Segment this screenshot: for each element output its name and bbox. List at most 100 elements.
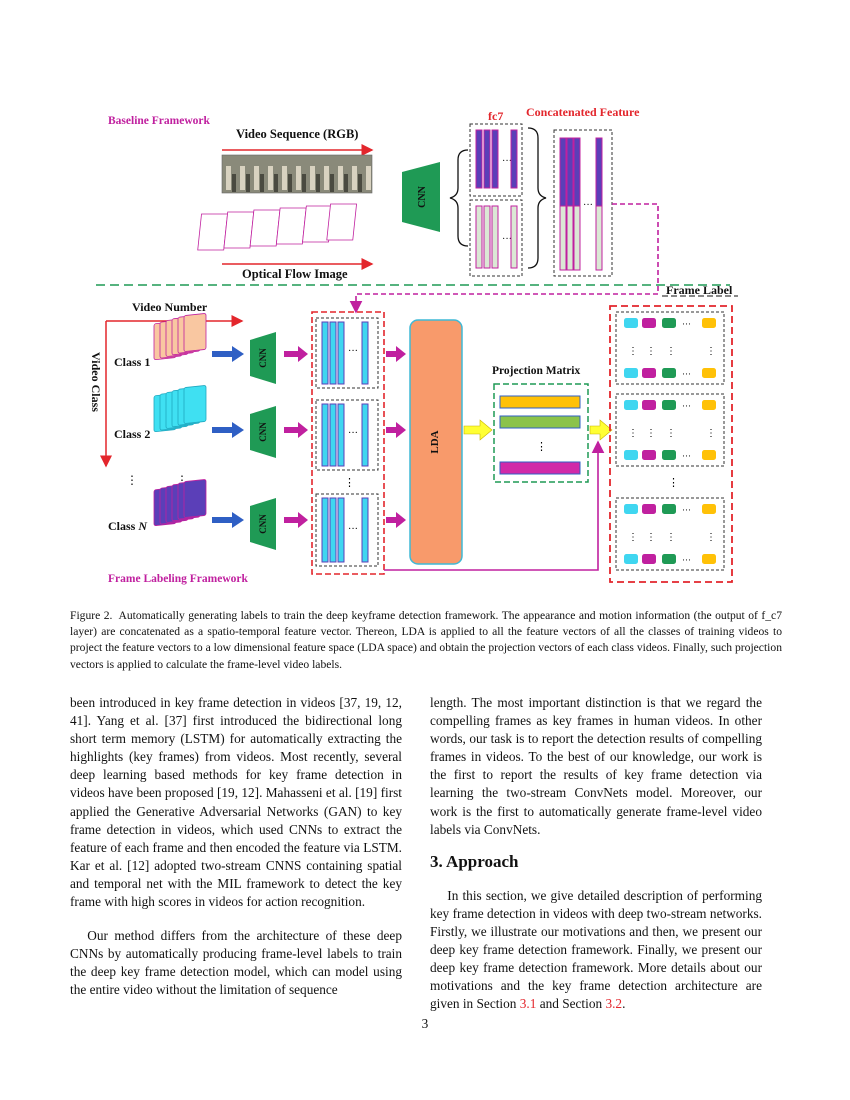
class-1-stack <box>153 313 207 361</box>
svg-text:⋮: ⋮ <box>628 532 638 543</box>
label-token <box>662 450 676 460</box>
svg-text:···: ··· <box>682 555 691 565</box>
left-column: been introduced in key frame detection i… <box>70 694 402 1000</box>
video-class-label: Video Class <box>89 352 103 412</box>
svg-text:···: ··· <box>583 200 593 211</box>
figure-2-diagram: Baseline Framework Video Sequence (RGB) … <box>89 105 738 585</box>
concat-feature-label: Concatenated Feature <box>526 105 640 119</box>
lda-block: LDA <box>409 319 463 565</box>
svg-text:···: ··· <box>502 156 512 167</box>
label-token <box>624 554 638 564</box>
svg-text:⋮: ⋮ <box>628 428 638 439</box>
figure-caption: Figure 2.Automatically generating labels… <box>70 608 782 673</box>
concatenated-feature-box: ··· <box>553 129 613 277</box>
svg-text:⋮: ⋮ <box>706 532 716 543</box>
label-token <box>662 368 676 378</box>
caption-label: Figure 2. <box>70 609 113 622</box>
svg-text:⋮: ⋮ <box>666 532 676 543</box>
label-token <box>642 368 656 378</box>
svg-text:···: ··· <box>682 505 691 515</box>
label-token <box>662 400 676 410</box>
rgb-frames-strip <box>221 154 373 194</box>
section-ref-3-1[interactable]: 3.1 <box>519 996 537 1012</box>
svg-text:⋮: ⋮ <box>344 477 355 489</box>
label-token <box>624 318 638 328</box>
fc7-label: fc7 <box>488 109 503 123</box>
class-1-cnn-row: CNN <box>212 332 308 384</box>
label-token <box>702 554 716 564</box>
svg-text:···: ··· <box>348 428 358 439</box>
lda-label: LDA <box>429 430 441 453</box>
svg-text:CNN: CNN <box>258 348 268 368</box>
svg-text:···: ··· <box>682 369 691 379</box>
svg-text:⋮: ⋮ <box>706 428 716 439</box>
fc7-rgb-box: ··· <box>469 123 523 197</box>
label-token <box>662 504 676 514</box>
label-token <box>662 554 676 564</box>
svg-text:⋮: ⋮ <box>536 441 547 453</box>
svg-text:···: ··· <box>348 346 358 357</box>
label-token <box>624 450 638 460</box>
label-token <box>642 318 656 328</box>
class-2-label: Class 2 <box>114 427 150 441</box>
fc7-flow-box: ··· <box>469 199 523 277</box>
class-1-label: Class 1 <box>114 355 150 369</box>
svg-text:⋮: ⋮ <box>646 428 656 439</box>
optical-flow-frames <box>197 203 358 251</box>
cnn-label: CNN <box>417 185 428 207</box>
class-2-stack <box>153 385 207 433</box>
class-n-stack <box>153 479 207 527</box>
section-paragraph: In this section, we give detailed descri… <box>430 887 762 1012</box>
section-ref-3-2[interactable]: 3.2 <box>605 996 623 1012</box>
frame-label-container: ··· ··· ⋮ ⋮ ⋮ ⋮ ··· ··· ⋮ ⋮ ⋮ ⋮ ··· ··· ⋮ ⋮ ⋮ ⋮ ⋮ <box>609 305 733 583</box>
video-sequence-label: Video Sequence (RGB) <box>236 127 358 141</box>
baseline-title: Baseline Framework <box>108 115 210 127</box>
svg-text:CNN: CNN <box>258 514 268 534</box>
label-token <box>642 504 656 514</box>
projection-matrix-label: Projection Matrix <box>492 365 580 377</box>
svg-text:···: ··· <box>682 401 691 411</box>
svg-text:···: ··· <box>348 524 358 535</box>
class-2-cnn-row: CNN <box>212 406 308 458</box>
right-column: length. The most important distinction i… <box>430 694 762 1014</box>
label-token <box>642 450 656 460</box>
svg-text:⋮: ⋮ <box>666 346 676 357</box>
svg-text:⋮: ⋮ <box>668 477 679 489</box>
left-paragraph-1: been introduced in key frame detection i… <box>70 695 402 910</box>
label-token <box>702 504 716 514</box>
caption-text: Automatically generating labels to train… <box>70 609 782 671</box>
label-token <box>702 368 716 378</box>
svg-text:⋮: ⋮ <box>628 346 638 357</box>
svg-text:···: ··· <box>502 234 512 245</box>
frame-label-title: Frame Label <box>666 283 733 297</box>
svg-text:CNN: CNN <box>258 422 268 442</box>
svg-text:⋮: ⋮ <box>646 346 656 357</box>
class-n-label: Class N <box>108 519 148 533</box>
label-token <box>702 450 716 460</box>
label-token <box>624 368 638 378</box>
svg-text:⋮: ⋮ <box>666 428 676 439</box>
right-paragraph-1: length. The most important distinction i… <box>430 695 762 837</box>
svg-text:⋮: ⋮ <box>646 532 656 543</box>
section-title: 3. Approach <box>430 851 519 871</box>
projection-matrix-box: ⋮ <box>493 383 589 483</box>
video-number-label: Video Number <box>132 300 208 314</box>
label-token <box>642 554 656 564</box>
svg-text:⋮: ⋮ <box>126 473 138 487</box>
left-paragraph-2: Our method differs from the architecture… <box>70 928 402 998</box>
svg-text:⋮: ⋮ <box>706 346 716 357</box>
label-token <box>642 400 656 410</box>
svg-text:···: ··· <box>682 319 691 329</box>
optical-flow-label: Optical Flow Image <box>242 267 348 281</box>
label-token <box>702 400 716 410</box>
top-cnn-block: CNN <box>402 162 440 232</box>
label-token <box>624 504 638 514</box>
class-n-cnn-row: CNN <box>212 498 308 550</box>
page-number: 3 <box>421 1016 429 1031</box>
label-token <box>624 400 638 410</box>
feature-vectors-container: ··· ··· ⋮ ··· <box>311 311 385 575</box>
label-token <box>702 318 716 328</box>
svg-text:···: ··· <box>682 451 691 461</box>
labeling-title: Frame Labeling Framework <box>108 573 248 585</box>
label-token <box>662 318 676 328</box>
